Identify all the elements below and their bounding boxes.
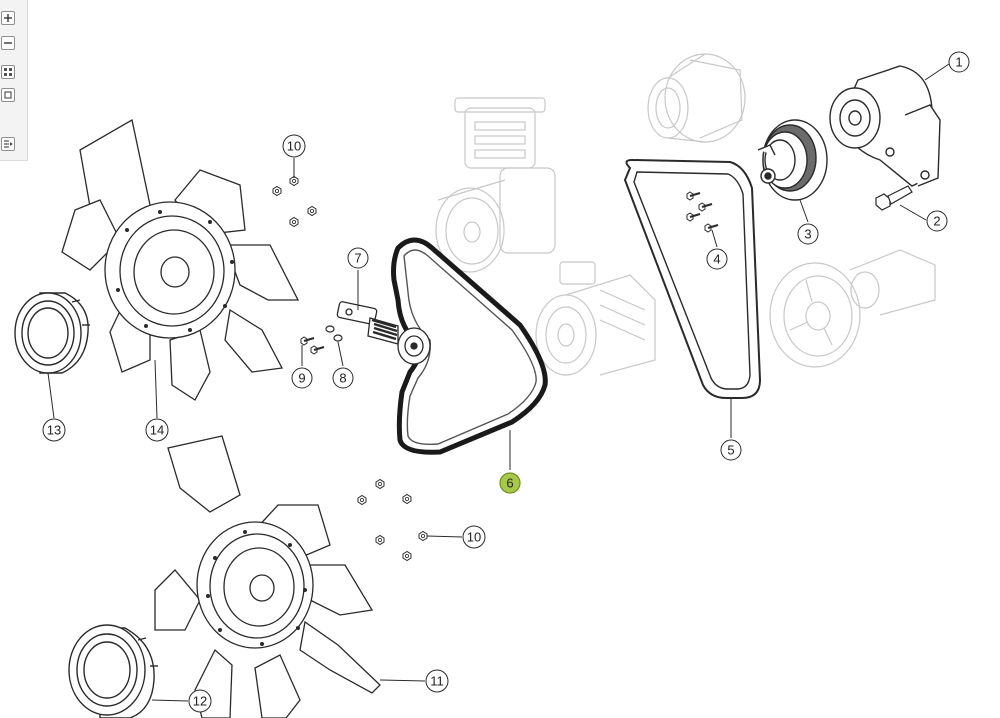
callout-8[interactable]: 8: [332, 367, 354, 389]
svg-text:10: 10: [287, 139, 301, 154]
svg-text:1: 1: [955, 55, 962, 70]
svg-text:3: 3: [804, 227, 811, 242]
callout-3[interactable]: 3: [797, 223, 819, 245]
part-2-bolt: [875, 185, 913, 211]
zoom-out-icon: [4, 42, 12, 44]
part-4-bolts: [685, 190, 720, 234]
svg-text:10: 10: [467, 530, 481, 545]
zoom-out-button[interactable]: [1, 36, 15, 50]
callout-4[interactable]: 4: [706, 248, 728, 270]
fit-page-icon: [4, 91, 12, 99]
svg-text:4: 4: [713, 252, 720, 267]
fit-page-button[interactable]: [1, 88, 15, 102]
svg-text:7: 7: [354, 251, 361, 266]
crank-pulley-drawing: [769, 249, 936, 368]
part-11-fan-lower: [154, 435, 381, 718]
part-14-fan-upper: [61, 118, 300, 401]
part-13-hub-upper: [14, 292, 90, 374]
leader-lines: [47, 63, 950, 702]
part-12-hub-lower: [68, 624, 158, 718]
callout-6-highlighted[interactable]: 6: [499, 472, 521, 494]
part-5-v-belt: [623, 158, 762, 399]
grid-view-button[interactable]: [1, 65, 15, 79]
callout-14[interactable]: 14: [145, 418, 169, 442]
svg-text:14: 14: [150, 423, 164, 438]
callout-5[interactable]: 5: [720, 439, 742, 461]
svg-text:6: 6: [506, 476, 513, 491]
list-view-icon: [4, 140, 13, 148]
ac-compressor-drawing: [535, 261, 656, 376]
grid-view-icon: [4, 68, 12, 76]
zoom-in-icon: [4, 14, 12, 22]
callout-7[interactable]: 7: [347, 247, 369, 269]
part-7-belt-tensioner: [336, 301, 431, 365]
part-9-bolts: [299, 335, 326, 356]
svg-text:13: 13: [47, 423, 61, 438]
callout-1[interactable]: 1: [948, 51, 970, 73]
callout-2[interactable]: 2: [926, 210, 948, 232]
svg-text:12: 12: [193, 694, 207, 709]
svg-text:9: 9: [298, 371, 305, 386]
part-10-nuts-lower: [357, 479, 428, 561]
viewer-toolbar: [0, 0, 28, 161]
callout-12[interactable]: 12: [188, 689, 212, 713]
svg-text:11: 11: [430, 674, 444, 689]
part-10-nuts-upper: [272, 176, 317, 227]
callout-9[interactable]: 9: [291, 367, 313, 389]
callout-10-upper[interactable]: 10: [282, 134, 306, 158]
background-components: [435, 53, 936, 376]
part-1-alternator: [829, 65, 941, 187]
callouts: 1 2 3 4 5 6 7 8: [42, 51, 970, 713]
callout-13[interactable]: 13: [42, 418, 66, 442]
callout-11[interactable]: 11: [425, 669, 449, 693]
svg-text:8: 8: [339, 371, 346, 386]
list-view-button[interactable]: [1, 137, 15, 151]
air-compressor-drawing: [435, 97, 556, 273]
part-8-washers: [325, 325, 343, 342]
svg-text:5: 5: [727, 443, 734, 458]
callout-10-lower[interactable]: 10: [462, 525, 486, 549]
zoom-in-button[interactable]: [1, 11, 15, 25]
alternator-drawing: [647, 53, 746, 143]
part-3-pulley: [757, 119, 828, 201]
svg-text:2: 2: [933, 214, 940, 229]
